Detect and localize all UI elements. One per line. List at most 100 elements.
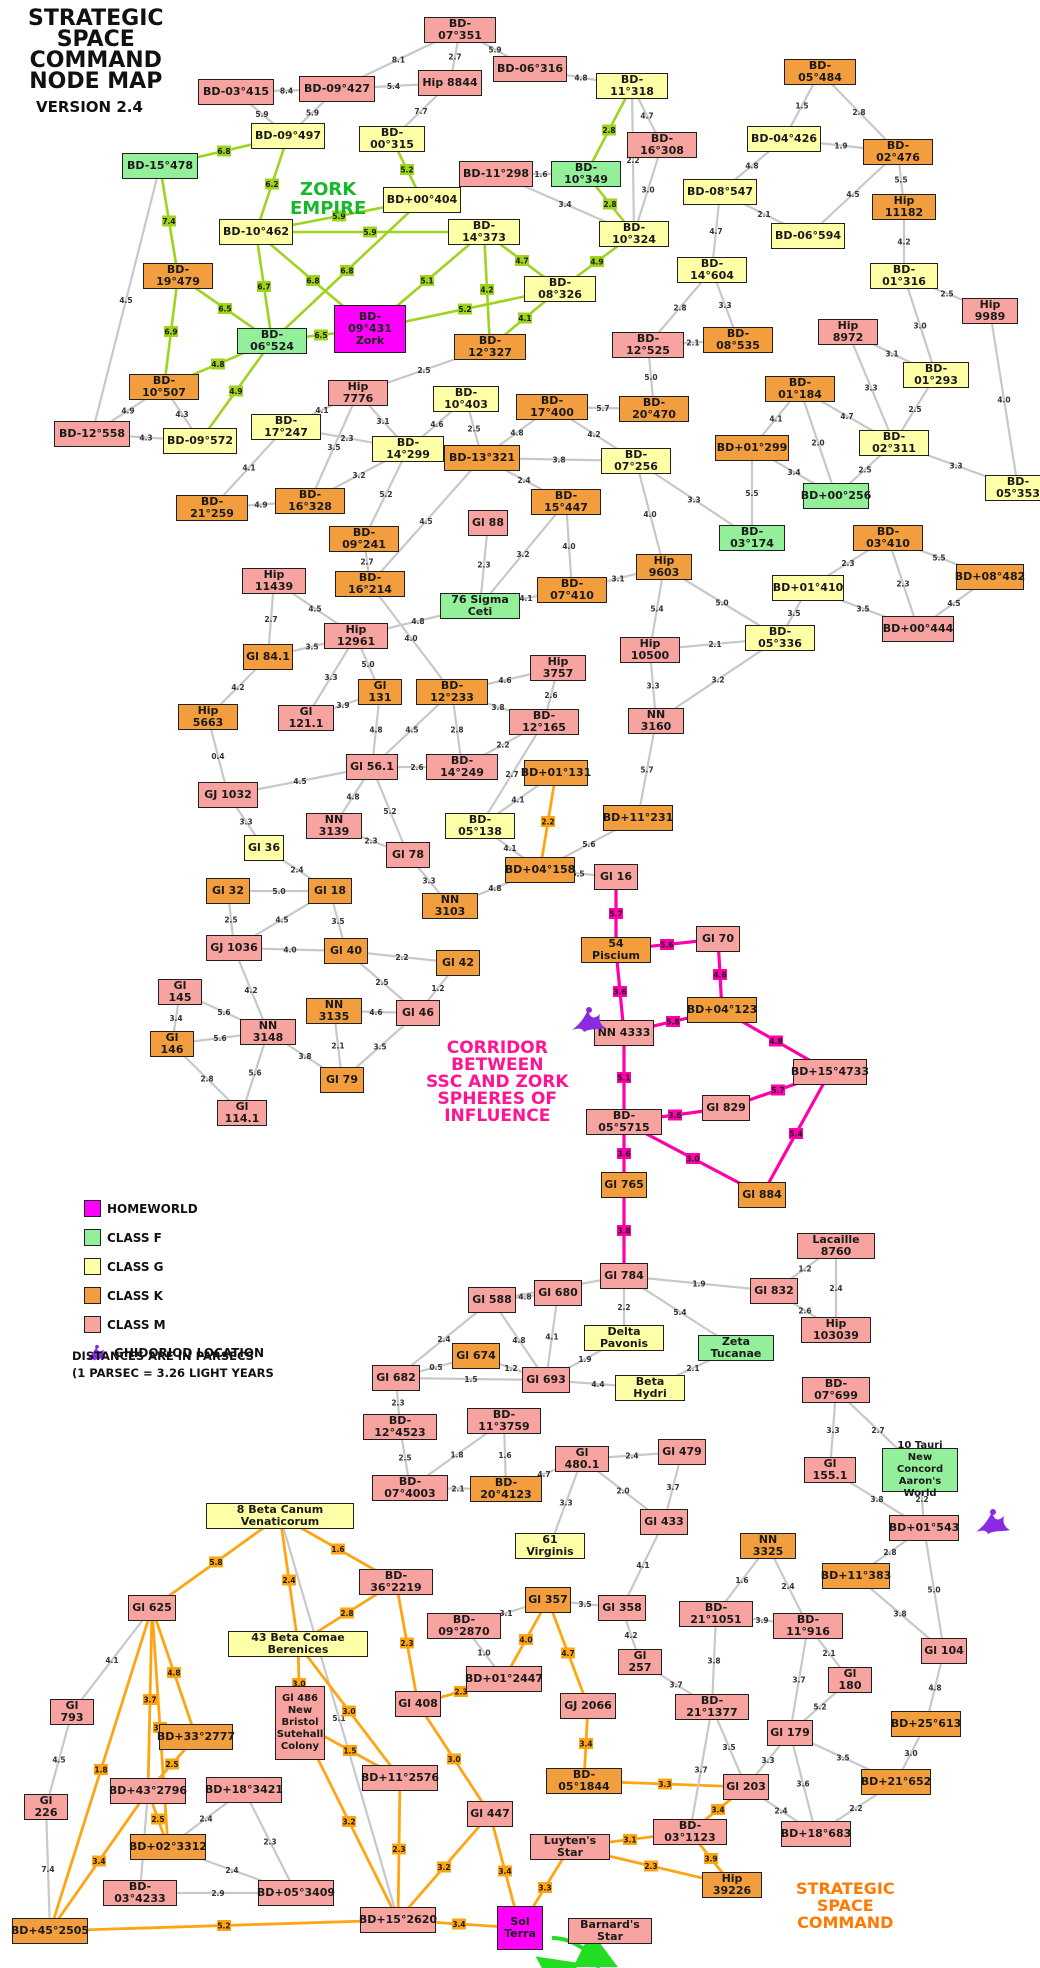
star-node[interactable]: Gl 88 [468,510,508,536]
star-node[interactable]: Gl 146 [150,1031,194,1057]
star-node[interactable]: Hip 9989 [962,298,1018,324]
star-node[interactable]: Gl 145 [158,979,202,1005]
star-node[interactable]: BD+01°543 [889,1515,959,1541]
star-node[interactable]: Gl 829 [702,1095,750,1121]
star-node[interactable]: BD-12°4523 [363,1414,437,1440]
star-node[interactable]: Hip 39226 [702,1872,762,1898]
star-node[interactable]: BD-01°184 [765,376,835,402]
star-node[interactable]: BD+08°482 [955,564,1025,590]
star-node[interactable]: Gl 226 [24,1794,68,1820]
star-node[interactable]: Gl 480.1 [555,1446,609,1472]
star-node[interactable]: Gl 884 [738,1182,786,1208]
star-node[interactable]: BD+04°158 [505,857,575,883]
star-node[interactable]: BD-13°321 [444,445,520,471]
star-node[interactable]: BD-16°308 [627,132,697,158]
star-node[interactable]: Gl 793 [50,1699,94,1725]
star-node[interactable]: BD+00°256 [801,483,871,509]
star-node[interactable]: BD+01°410 [772,575,844,601]
star-node[interactable]: Gl 40 [324,938,368,964]
star-node[interactable]: Gl 682 [372,1365,420,1391]
star-node[interactable]: Gl 46 [396,1000,440,1026]
star-node[interactable]: Gl 257 [618,1649,662,1675]
star-node[interactable]: Gl 447 [467,1801,513,1827]
star-node[interactable]: Hip 103039 [801,1317,871,1343]
star-node[interactable]: BD-21°259 [176,495,248,521]
star-node[interactable]: NN 3135 [306,998,362,1024]
star-node[interactable]: Hip 11439 [242,568,306,594]
star-node[interactable]: BD-02°476 [863,139,933,165]
star-node[interactable]: BD-10°462 [219,219,293,245]
star-node[interactable]: Hip 5663 [178,704,238,730]
star-node[interactable]: BD+02°3312 [129,1834,207,1860]
star-node[interactable]: BD-03°410 [853,525,923,551]
star-node[interactable]: BD-05°336 [745,625,815,651]
star-node[interactable]: BD-20°470 [619,396,689,422]
star-node[interactable]: BD-03°4233 [103,1880,177,1906]
star-node[interactable]: BD-20°4123 [470,1476,542,1502]
star-node[interactable]: BD+18°683 [781,1821,851,1847]
star-node[interactable]: BD+01°2447 [465,1666,543,1692]
star-node[interactable]: BD-01°293 [903,362,969,388]
star-node[interactable]: NN 3139 [306,813,362,839]
star-node[interactable]: BD-07°351 [424,17,496,43]
star-node[interactable]: Hip 12961 [324,623,388,649]
star-node[interactable]: NN 3325 [740,1533,796,1559]
star-node[interactable]: Gl 79 [320,1067,364,1093]
star-node[interactable]: BD-16°214 [335,571,405,597]
star-node[interactable]: BD+01°131 [521,760,591,786]
star-node[interactable]: BD-08°535 [703,327,773,353]
star-node[interactable]: BD-11°298 [459,161,533,187]
star-node[interactable]: BD-17°247 [251,414,321,440]
star-node[interactable]: BD+05°3409 [257,1880,335,1906]
star-node[interactable]: 76 Sigma Ceti [440,593,520,619]
star-node[interactable]: BD+25°613 [891,1711,961,1737]
star-node[interactable]: BD+00°404 [383,187,461,213]
star-node[interactable]: NN 4333 [594,1020,654,1046]
star-node[interactable]: BD-04°426 [747,126,821,152]
star-node[interactable]: BD-11°318 [596,73,668,99]
star-node[interactable]: BD-12°327 [454,334,526,360]
star-node[interactable]: BD-05°138 [445,813,515,839]
star-node[interactable]: Hip 10500 [620,637,680,663]
star-node[interactable]: Gl 42 [436,950,480,976]
star-node[interactable]: Gl 16 [594,864,638,890]
star-node[interactable]: Gl 680 [534,1280,582,1306]
star-node[interactable]: BD+00°444 [882,616,954,642]
star-node[interactable]: BD-14°249 [426,754,498,780]
star-node[interactable]: Gl 693 [522,1367,570,1393]
star-node[interactable]: Gl 358 [598,1595,646,1621]
star-node[interactable]: Sol Terra [497,1906,543,1950]
star-node[interactable]: Barnard's Star [568,1918,652,1944]
star-node[interactable]: BD+18°3421 [205,1777,283,1803]
star-node[interactable]: BD-15°478 [122,153,198,179]
star-node[interactable]: Gl 131 [358,679,402,705]
star-node[interactable]: Gl 179 [767,1720,813,1746]
star-node[interactable]: Gl 408 [395,1691,441,1717]
star-node[interactable]: BD+15°4733 [791,1059,869,1085]
star-node[interactable]: BD-09°427 [299,76,375,102]
star-node[interactable]: Gl 36 [244,835,284,861]
star-node[interactable]: Beta Hydri [615,1375,685,1401]
star-node[interactable]: BD-03°1123 [653,1819,727,1845]
star-node[interactable]: BD-12°525 [612,332,684,358]
star-node[interactable]: BD-12°165 [509,709,579,735]
star-node[interactable]: 8 Beta Canum Venaticorum [206,1503,354,1529]
star-node[interactable]: Hip 9603 [636,554,692,580]
star-node[interactable]: BD-07°4003 [372,1475,448,1501]
star-node[interactable]: Gl 433 [640,1509,688,1535]
star-node[interactable]: BD-07°256 [601,448,671,474]
star-node[interactable]: BD-05°1844 [546,1768,622,1794]
star-node[interactable]: Gl 588 [468,1287,516,1313]
star-node[interactable]: BD-00°315 [359,126,425,152]
star-node[interactable]: BD-14°299 [372,436,444,462]
star-node[interactable]: NN 3148 [240,1019,296,1045]
star-node[interactable]: BD-10°349 [551,161,621,187]
star-node[interactable]: Gl 357 [525,1587,571,1613]
star-node[interactable]: BD+11°231 [603,805,673,831]
star-node[interactable]: GJ 2066 [560,1693,616,1719]
star-node[interactable]: BD-12°558 [54,421,130,447]
star-node[interactable]: Delta Pavonis [584,1325,664,1351]
star-node[interactable]: BD-36°2219 [359,1569,433,1595]
star-node[interactable]: Hip 7776 [328,380,388,406]
star-node[interactable]: Gl 56.1 [346,754,398,780]
